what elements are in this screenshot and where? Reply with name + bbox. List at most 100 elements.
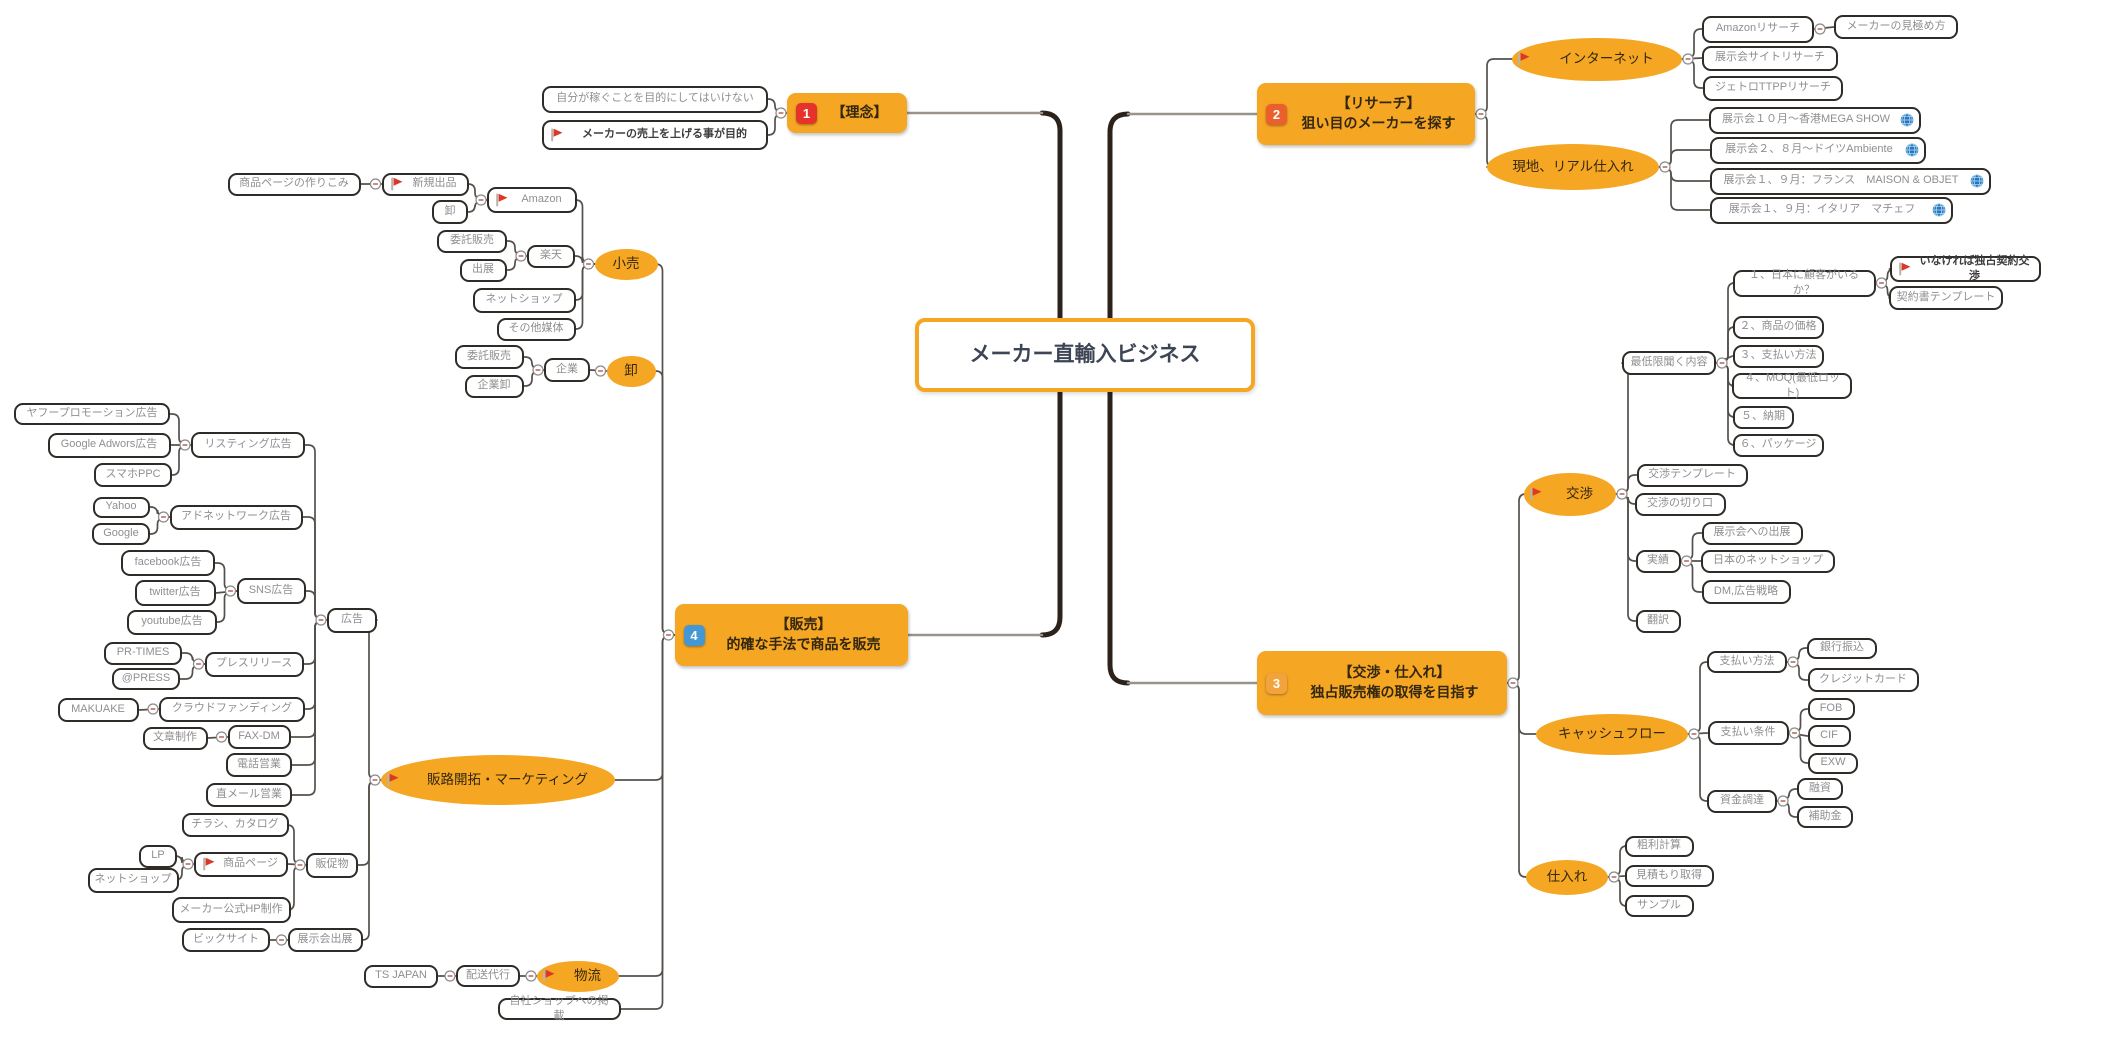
node-retail[interactable]: 小売 <box>594 248 658 280</box>
collapse-toggle-payment-terms[interactable] <box>1788 727 1801 739</box>
node-ts-japan[interactable]: TS JAPAN <box>364 964 438 988</box>
node-google-adwords-ad[interactable]: Google Adwors広告 <box>47 432 171 458</box>
node-press-release[interactable]: プレスリリース <box>204 651 304 677</box>
collapse-toggle-negotiation-sourcing[interactable] <box>1507 677 1519 689</box>
node-japan-netshop[interactable]: 日本のネットショップ <box>1701 549 1835 573</box>
collapse-toggle-financing[interactable] <box>1777 795 1789 807</box>
node-expo-entry[interactable]: 展示会への出展 <box>1701 521 1803 545</box>
node-delivery-agency[interactable]: 配送代行 <box>456 965 520 987</box>
node-internet[interactable]: インターネット <box>1512 37 1682 81</box>
collapse-toggle-research[interactable] <box>1475 108 1487 120</box>
node-min-ask[interactable]: 最低限聞く内容 <box>1622 351 1716 375</box>
node-sourcing[interactable]: 仕入れ <box>1526 859 1608 895</box>
node-google[interactable]: Google <box>92 523 150 545</box>
node-makuake[interactable]: MAKUAKE <box>57 698 139 722</box>
collapse-toggle-sourcing[interactable] <box>1608 871 1620 883</box>
node-loan[interactable]: 融資 <box>1797 778 1843 800</box>
node-fax-dm[interactable]: FAX-DM <box>227 725 291 749</box>
node-local-real-sourcing[interactable]: 現地、リアル仕入れ <box>1487 144 1659 190</box>
collapse-toggle-q1-customers-japan[interactable] <box>1875 277 1888 289</box>
collapse-toggle-principle[interactable] <box>775 107 787 119</box>
collapse-toggle-local-real-sourcing[interactable] <box>1659 161 1671 173</box>
node-company[interactable]: 企業 <box>544 358 590 382</box>
node-product-page[interactable]: 商品ページ <box>194 851 288 877</box>
node-sales-materials[interactable]: 販促物 <box>306 852 358 878</box>
collapse-toggle-new-listing[interactable] <box>369 178 382 190</box>
node-copywriting[interactable]: 文章制作 <box>142 726 208 750</box>
node-listing-ad[interactable]: リスティング広告 <box>191 432 305 458</box>
node-sns-ad[interactable]: SNS広告 <box>236 578 306 604</box>
node-yahoo-promo-ad[interactable]: ヤフープロモーション広告 <box>14 403 170 425</box>
collapse-toggle-min-ask[interactable] <box>1716 357 1728 369</box>
node-youtube-ad[interactable]: youtube広告 <box>127 609 217 635</box>
node-jetro-ttpp[interactable]: ジェトロTTPPリサーチ <box>1703 75 1843 101</box>
node-big-sight[interactable]: ビックサイト <box>182 928 270 952</box>
node-own-shop-listing[interactable]: 自社ショップへの掲載 <box>497 995 621 1022</box>
collapse-toggle-crowdfunding[interactable] <box>147 703 159 715</box>
collapse-toggle-wholesale[interactable] <box>594 365 607 377</box>
node-q4-moq[interactable]: ４、MOQ(最低ロット) <box>1732 372 1852 399</box>
node-netshop-retail[interactable]: ネットショップ <box>472 287 576 313</box>
node-principle[interactable]: 1【理念】 <box>787 93 907 133</box>
node-q6-package[interactable]: ６、パッケージ <box>1732 433 1824 457</box>
collapse-toggle-press-release[interactable] <box>192 658 205 670</box>
collapse-toggle-sales[interactable] <box>662 629 675 641</box>
collapse-toggle-sns-ad[interactable] <box>224 585 237 597</box>
node-marketing[interactable]: 販路開拓・マーケティング <box>381 755 615 805</box>
node-new-listing[interactable]: 新規出品 <box>381 172 469 196</box>
node-negotiation[interactable]: 交渉 <box>1524 472 1616 516</box>
node-bank-transfer[interactable]: 銀行振込 <box>1807 637 1877 659</box>
node-expo-germany[interactable]: 展示会２、８月～ドイツAmbiente <box>1710 136 1926 164</box>
node-payment-method[interactable]: 支払い方法 <box>1707 651 1787 673</box>
node-expo-hongkong[interactable]: 展示会１０月～香港MEGA SHOW <box>1709 106 1921 134</box>
collapse-toggle-track-record[interactable] <box>1680 555 1693 567</box>
node-other-media[interactable]: その他媒体 <box>496 317 576 341</box>
collapse-toggle-marketing[interactable] <box>369 774 381 786</box>
node-direct-mail-sales[interactable]: 直メール営業 <box>206 783 292 807</box>
node-cif[interactable]: CIF <box>1807 725 1851 747</box>
node-subsidy[interactable]: 補助金 <box>1797 806 1853 828</box>
node-expo-italy[interactable]: 展示会１、９月：イタリア マチェフ <box>1709 196 1953 224</box>
node-exclusive-negotiation[interactable]: いなければ独占契約交渉 <box>1889 255 2041 282</box>
node-facebook-ad[interactable]: facebook広告 <box>121 550 215 576</box>
node-netshop-sales[interactable]: ネットショップ <box>87 867 179 893</box>
node-gross-profit-calc[interactable]: 粗利計算 <box>1624 835 1694 857</box>
node-exhibit-rakuten[interactable]: 出展 <box>459 258 507 282</box>
collapse-toggle-fax-dm[interactable] <box>215 731 228 743</box>
node-rakuten[interactable]: 楽天 <box>527 244 575 268</box>
node-company-wholesale[interactable]: 企業卸 <box>464 374 524 398</box>
node-at-press[interactable]: @PRESS <box>112 668 180 690</box>
node-financing[interactable]: 資金調達 <box>1707 789 1777 813</box>
collapse-toggle-amazon-research[interactable] <box>1814 23 1826 35</box>
collapse-toggle-cashflow[interactable] <box>1688 728 1700 740</box>
node-fob[interactable]: FOB <box>1807 698 1855 720</box>
node-contract-template[interactable]: 契約書テンプレート <box>1889 286 2003 310</box>
collapse-toggle-expo-exhibit[interactable] <box>275 934 288 946</box>
collapse-toggle-listing-ad[interactable] <box>179 439 191 451</box>
node-sample[interactable]: サンプル <box>1624 895 1694 917</box>
node-translation[interactable]: 翻訳 <box>1635 609 1681 633</box>
node-product-page-building[interactable]: 商品ページの作りこみ <box>227 172 361 196</box>
node-crowdfunding[interactable]: クラウドファンディング <box>159 696 305 722</box>
node-principle-goal-maker-sales[interactable]: メーカーの売上を上げる事が目的 <box>542 120 768 150</box>
node-consignment-rakuten[interactable]: 委託販売 <box>437 229 507 253</box>
node-negotiation-angle[interactable]: 交渉の切り口 <box>1634 492 1726 516</box>
node-wholesale-small[interactable]: 卸 <box>432 200 468 224</box>
node-quote-acquisition[interactable]: 見積もり取得 <box>1624 865 1714 887</box>
node-credit-card[interactable]: クレジットカード <box>1807 668 1919 692</box>
node-lp[interactable]: LP <box>139 844 177 868</box>
collapse-toggle-logistics[interactable] <box>525 970 537 982</box>
node-tel-sales[interactable]: 電話営業 <box>226 753 292 777</box>
collapse-toggle-negotiation[interactable] <box>1616 488 1628 500</box>
node-negotiation-template[interactable]: 交渉テンプレート <box>1636 463 1748 487</box>
node-advertising[interactable]: 広告 <box>327 607 377 633</box>
collapse-toggle-retail[interactable] <box>582 258 595 270</box>
node-pr-times[interactable]: PR-TIMES <box>104 641 182 665</box>
node-adnetwork-ad[interactable]: アドネットワーク広告 <box>169 504 303 530</box>
collapse-toggle-product-page[interactable] <box>182 858 194 870</box>
collapse-toggle-internet[interactable] <box>1682 53 1694 65</box>
collapse-toggle-sales-materials[interactable] <box>294 859 306 871</box>
node-yahoo[interactable]: Yahoo <box>92 496 150 518</box>
node-q2-price[interactable]: ２、商品の価格 <box>1732 315 1824 339</box>
node-smartphone-ppc[interactable]: スマホPPC <box>94 463 172 487</box>
